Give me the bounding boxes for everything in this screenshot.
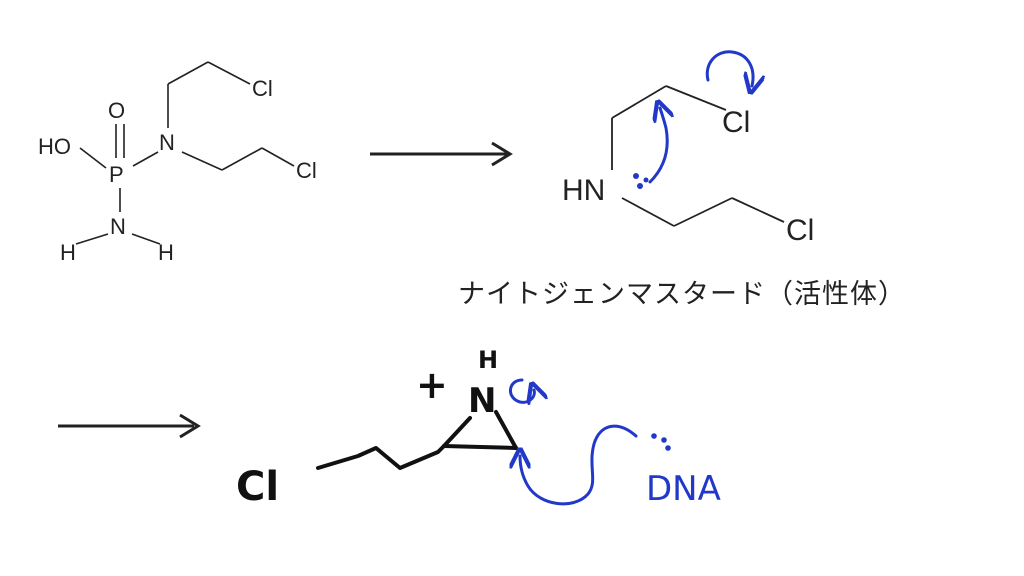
intermediate-caption: ナイトジェンマスタード（活性体）	[458, 279, 906, 310]
positive-charge: +	[416, 363, 448, 407]
reaction-arrow-2	[58, 413, 201, 439]
chlorine-atom-lower: Cl	[296, 158, 317, 183]
aziridinium-molecule: Cl H N + DNA	[236, 346, 721, 510]
curved-arrow-ring-opening	[509, 378, 534, 402]
intermediate-molecule: HN Cl Cl	[562, 50, 814, 247]
lone-pair-dots	[633, 173, 649, 189]
nitrogen-atom: N	[159, 130, 175, 155]
hydroxyl-group: HO	[38, 134, 71, 159]
curved-arrow-dna-attack	[520, 424, 638, 506]
reaction-arrow-1	[370, 141, 513, 167]
chlorine-atom-upper: Cl	[252, 76, 273, 101]
dna-label: DNA	[646, 469, 721, 509]
nitrogen-atom: N	[468, 381, 496, 421]
chlorine-atom-upper: Cl	[722, 106, 750, 139]
hydrogen-atom: H	[478, 346, 498, 374]
reactant-molecule: O HO P N N H H Cl Cl	[38, 61, 317, 265]
intermediate-bonds	[611, 85, 785, 227]
chlorine-atom: Cl	[236, 464, 279, 510]
amine-hydrogen-right: H	[158, 240, 174, 265]
chlorine-atom-lower: Cl	[786, 214, 814, 247]
amine-hydrogen-left: H	[60, 240, 76, 265]
aziridinium-bonds	[316, 410, 518, 470]
reactant-bonds	[75, 61, 295, 245]
amine-group: HN	[562, 174, 605, 207]
amine-nitrogen: N	[110, 214, 126, 239]
phosphorus-atom: P	[109, 162, 124, 187]
curved-arrow-leaving-group	[705, 50, 753, 86]
dna-lone-pair-dots	[651, 433, 671, 451]
curved-arrow-lone-pair	[648, 108, 667, 184]
oxygen-atom: O	[108, 98, 125, 123]
